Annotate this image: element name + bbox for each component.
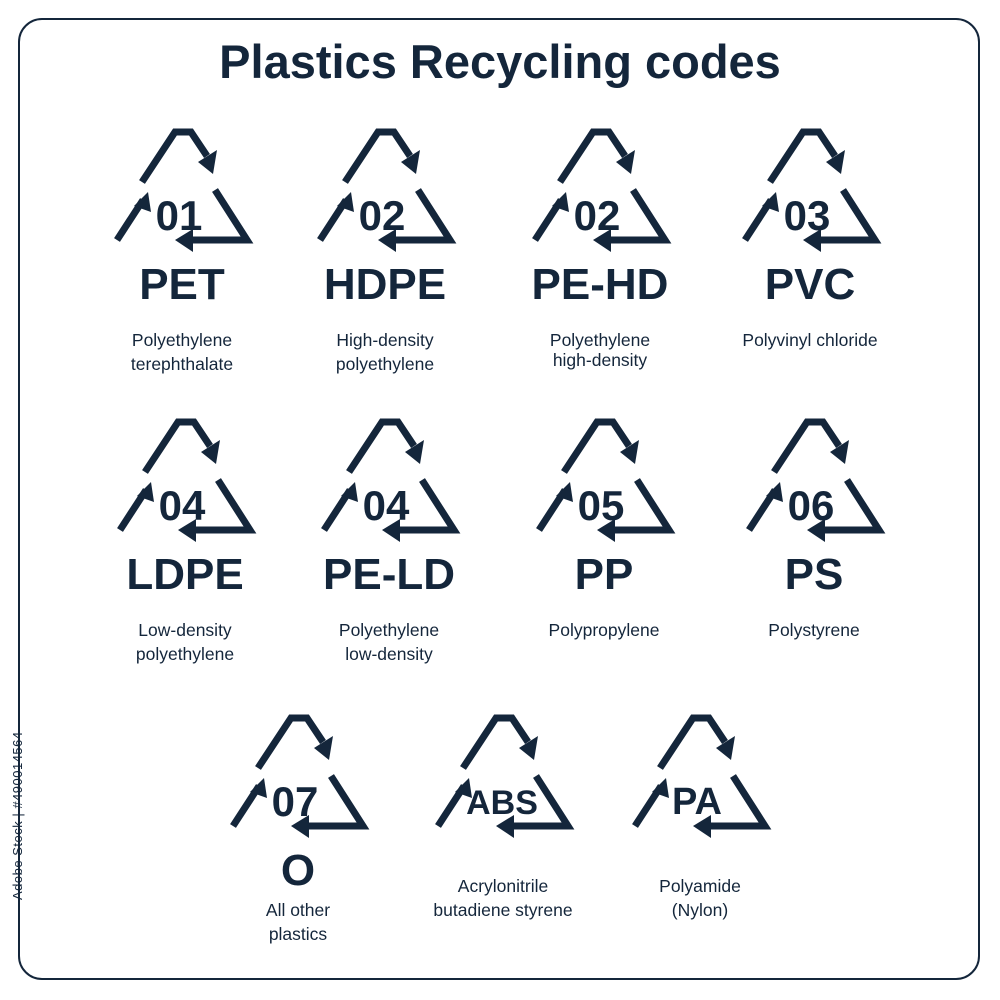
code-06-ps: 06 PS Polystyrene bbox=[709, 412, 919, 642]
code-number: 02 bbox=[359, 192, 406, 239]
stock-credit-watermark: Adobe Stock | #490014564 bbox=[10, 731, 25, 900]
recycling-triangle-icon: 01 bbox=[114, 128, 254, 252]
recycling-triangle-icon: 07 bbox=[230, 714, 370, 838]
code-number: 03 bbox=[784, 192, 831, 239]
code-05-pp: 05 PP Polypropylene bbox=[499, 412, 709, 642]
code-number: 04 bbox=[363, 482, 410, 529]
code-number: 05 bbox=[578, 482, 625, 529]
code-pa: PA Polyamide(Nylon) bbox=[595, 708, 805, 922]
code-abbreviation: PVC bbox=[764, 260, 856, 309]
code-number: 07 bbox=[272, 778, 319, 825]
code-description: Polystyrene bbox=[768, 620, 860, 640]
code-abbreviation: LDPE bbox=[126, 550, 244, 599]
recycling-triangle-icon: 06 bbox=[746, 418, 886, 542]
recycling-triangle-icon: 05 bbox=[536, 418, 676, 542]
code-number: PA bbox=[672, 781, 722, 823]
card-frame bbox=[18, 18, 980, 980]
code-description: Polyamide(Nylon) bbox=[659, 876, 741, 920]
code-number: 06 bbox=[788, 482, 835, 529]
code-03-pvc: 03 PVC Polyvinyl chloride bbox=[705, 122, 915, 352]
code-number: 01 bbox=[156, 192, 203, 239]
code-number: 02 bbox=[574, 192, 621, 239]
code-number: 04 bbox=[159, 482, 206, 529]
code-abbreviation: O bbox=[280, 846, 316, 895]
code-number: ABS bbox=[466, 784, 538, 822]
recycling-triangle-icon: 03 bbox=[742, 128, 882, 252]
recycling-triangle-icon: 02 bbox=[317, 128, 457, 252]
code-abbreviation: PET bbox=[139, 260, 225, 309]
recycling-triangle-icon: 04 bbox=[117, 418, 257, 542]
recycling-triangle-icon: 04 bbox=[321, 418, 461, 542]
code-description: Polypropylene bbox=[548, 620, 660, 640]
code-abbreviation: HDPE bbox=[323, 260, 447, 309]
code-abbreviation: PP bbox=[574, 550, 634, 599]
recycling-triangle-icon: ABS bbox=[435, 714, 575, 838]
code-abbreviation: PE-LD bbox=[323, 550, 455, 599]
recycling-triangle-icon: 02 bbox=[532, 128, 672, 252]
code-abbreviation: PS bbox=[784, 550, 844, 599]
code-description: Polyvinyl chloride bbox=[742, 330, 878, 350]
recycling-triangle-icon: PA bbox=[632, 714, 772, 838]
code-abbreviation: PE-HD bbox=[531, 260, 669, 309]
page-title: Plastics Recycling codes bbox=[219, 35, 781, 88]
